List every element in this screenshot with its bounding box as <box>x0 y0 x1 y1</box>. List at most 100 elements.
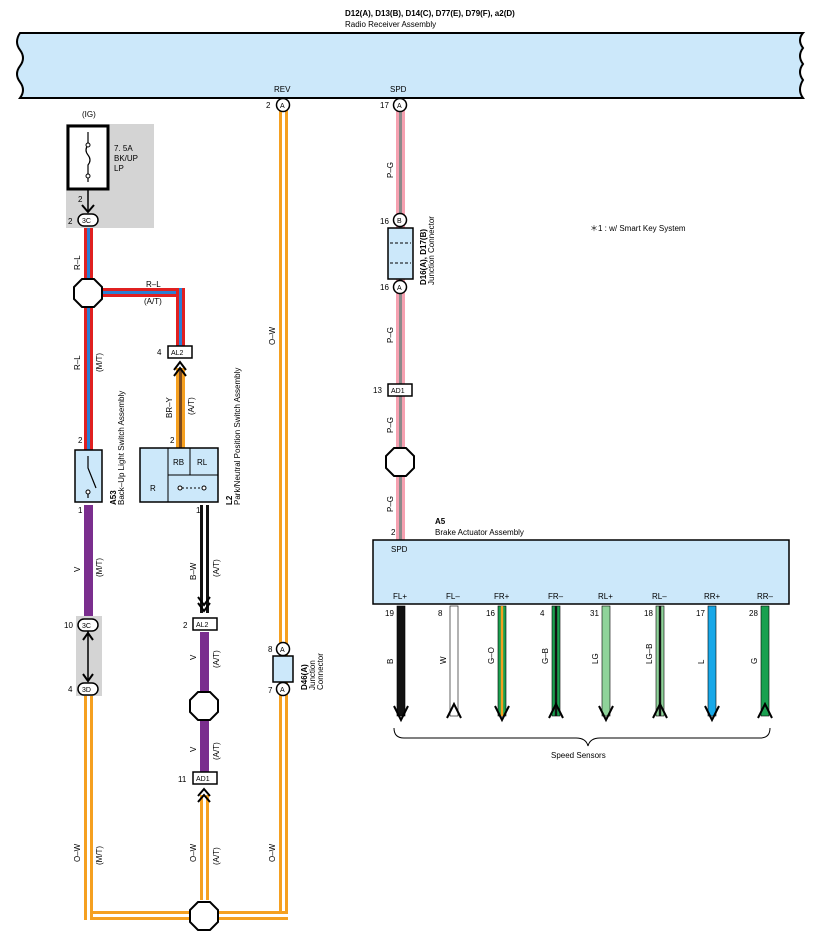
connector-al2-top[interactable] <box>167 345 193 359</box>
backup-switch-code: A53 <box>109 490 118 505</box>
backup-switch-pin-top: 2 <box>78 436 83 445</box>
d46-pin-bottom-num: 7 <box>268 686 273 695</box>
rev-pin-connector[interactable] <box>275 97 291 113</box>
backup-switch-contact <box>85 489 91 495</box>
spd-pin-num: 17 <box>380 101 389 110</box>
pnp-contact-left <box>177 485 183 491</box>
wire-label-pg-1: P–G <box>386 162 395 178</box>
terminal-wire-label: G <box>750 658 759 664</box>
wire-label-v-2: V <box>189 654 198 660</box>
d46-code: D46(A) <box>300 664 309 690</box>
terminal-pin: 28 <box>749 609 758 618</box>
splice-ow-bottom[interactable] <box>189 901 219 931</box>
wire-label-at-1: (A/T) <box>144 297 162 306</box>
spd-pin-label: SPD <box>390 85 407 94</box>
terminal-label: FR– <box>548 592 564 601</box>
splice-v-mid[interactable] <box>189 691 219 721</box>
connector-3c3d-arrow-icon <box>82 631 94 683</box>
d46-pin-top-label: A <box>280 647 285 654</box>
ad1-left-num: 11 <box>178 775 187 784</box>
al2-bottom-num: 2 <box>183 621 188 630</box>
spd-pin-connector[interactable] <box>392 97 408 113</box>
pnp-contact-right <box>201 485 207 491</box>
terminal-wire-label: W <box>439 656 448 664</box>
pnp-switch-code: L2 <box>225 495 234 505</box>
wire-label-at-4: (A/T) <box>212 650 221 668</box>
wire-rl-left <box>84 228 93 450</box>
fuse-terminal-top <box>85 142 91 148</box>
terminal-pin: 4 <box>540 609 545 618</box>
al2-top-chevron-icon <box>173 360 187 377</box>
wire-label-mt-1: (M/T) <box>95 353 104 372</box>
pnp-cell-rl: RL <box>197 458 208 467</box>
terminal-pin: 18 <box>644 609 653 618</box>
connector-3c-top[interactable] <box>77 213 99 227</box>
backup-switch-icon <box>87 456 97 498</box>
terminal-wire-label: G–O <box>487 647 496 664</box>
terminal-wire-stripe <box>554 606 558 716</box>
al2-bottom-chevron-icon <box>197 596 211 613</box>
ad1-left-chevron-icon <box>197 787 211 803</box>
fuse-arrow-icon <box>81 204 95 214</box>
terminal-arrow-up-icon <box>548 701 564 719</box>
connector-3c-top-label: 3C <box>82 218 91 225</box>
terminal-wire-label: G–B <box>541 648 550 664</box>
connector-al2-bottom-label: AL2 <box>196 622 209 629</box>
c3c-num: 10 <box>64 621 73 630</box>
brake-actuator-body[interactable] <box>372 539 790 605</box>
splice-pg[interactable] <box>385 447 415 477</box>
connector-ad1-left-label: AD1 <box>196 776 210 783</box>
wire-label-pg-3: P–G <box>386 417 395 433</box>
terminal-wire-stripe <box>500 606 504 716</box>
wire-label-rl-2: R–L <box>146 280 161 289</box>
wire-ow-left <box>84 692 93 920</box>
radio-subtitle: Radio Receiver Assembly <box>345 20 436 29</box>
terminal-wire-label: L <box>697 659 706 664</box>
note-smart-key: ＊1 : w/ Smart Key System <box>590 224 686 233</box>
d46-pin-top-num: 8 <box>268 645 273 654</box>
d46-pin-bottom-label: A <box>280 687 285 694</box>
connector-al2-top-label: AL2 <box>171 350 184 357</box>
terminal-arrow-down-icon <box>393 705 409 723</box>
connector-ad1-left[interactable] <box>192 771 218 785</box>
brake-terminals: FL+19BFL–8WFR+16G–OFR–4G–BRL+31LGRL–18LG… <box>385 592 774 723</box>
terminal-wire <box>449 605 459 717</box>
d16-pin-top-label: B <box>397 218 402 225</box>
terminal-arrow-up-icon <box>652 701 668 719</box>
d16-code: D16(A), D17(B) <box>419 229 428 285</box>
connector-3d[interactable] <box>77 682 99 696</box>
wire-label-at-3: (A/T) <box>212 559 221 577</box>
wire-label-v-3: V <box>189 746 198 752</box>
splice-rl[interactable] <box>73 278 103 308</box>
d16-name: Junction Connector <box>427 216 436 285</box>
terminal-label: FR+ <box>494 592 510 601</box>
wire-v-left <box>84 505 93 618</box>
terminal-wire <box>707 605 717 717</box>
backup-switch-name: Back–Up Light Switch Assembly <box>117 391 126 505</box>
d46-pin-bottom[interactable] <box>275 681 291 697</box>
pnp-switch-name: Park/Neutral Position Switch Assembly <box>233 368 242 505</box>
radio-receiver-body[interactable] <box>16 32 806 99</box>
d46-name-2: Connector <box>316 653 325 690</box>
terminal-arrow-up-icon <box>446 701 462 719</box>
terminal-wire <box>601 605 611 717</box>
brake-spd-label: SPD <box>391 545 408 554</box>
connector-ad1-right[interactable] <box>387 383 413 397</box>
fuse-name-2: LP <box>114 164 124 173</box>
terminal-label: FL+ <box>393 592 407 601</box>
radio-title: D12(A), D13(B), D14(C), D77(E), D79(F), … <box>345 9 515 18</box>
terminal-label: RR– <box>757 592 774 601</box>
terminal-arrow-down-icon <box>598 705 614 723</box>
d16-body[interactable] <box>387 227 414 280</box>
d16-pin-bottom[interactable] <box>392 279 408 295</box>
brake-spd-pin: 2 <box>391 528 396 537</box>
wire-label-v-1: V <box>73 566 82 572</box>
connector-al2-bottom[interactable] <box>192 617 218 631</box>
pnp-switch-pin-bottom: 1 <box>196 506 201 515</box>
d16-pin-top[interactable] <box>392 212 408 228</box>
fuse-supply: (IG) <box>82 110 96 119</box>
d46-body[interactable] <box>272 655 294 683</box>
wire-label-ow-1: O–W <box>73 843 82 862</box>
wire-label-rl-3: R–L <box>73 355 82 370</box>
